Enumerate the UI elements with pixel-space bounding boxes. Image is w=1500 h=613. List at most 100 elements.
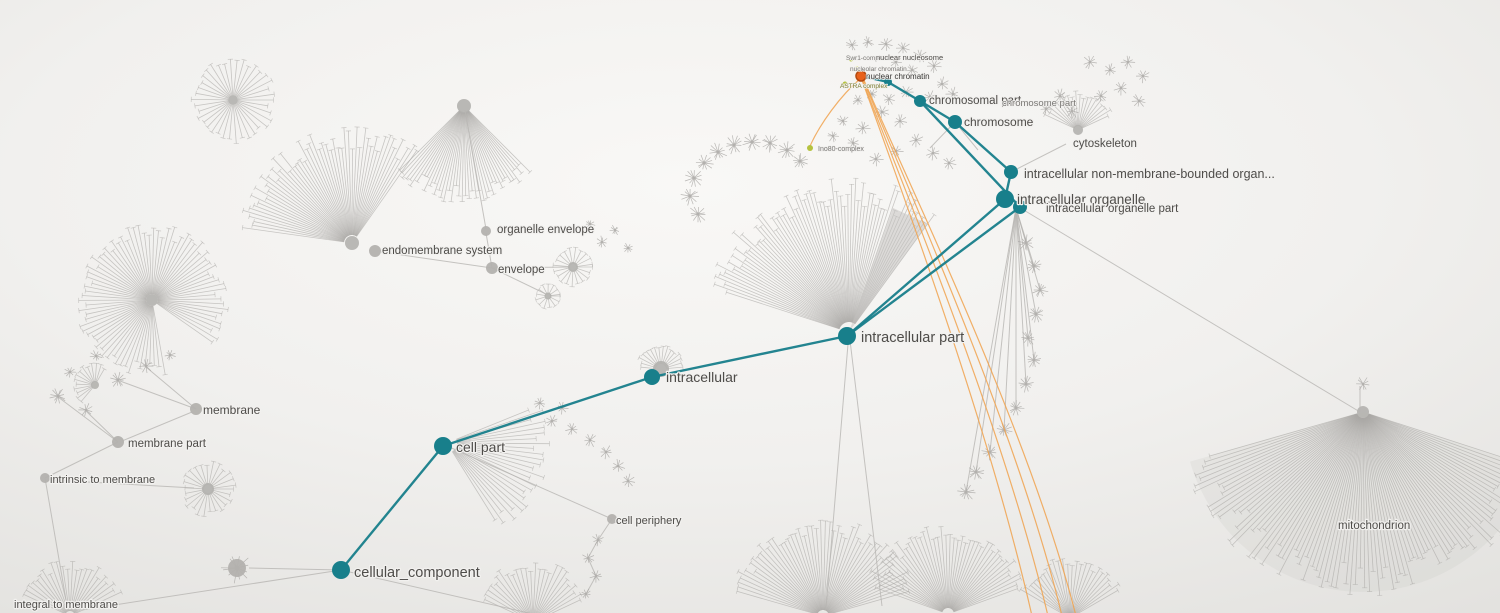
leaf-node-glyph [579, 588, 591, 599]
leaf-node-glyph [546, 414, 558, 427]
leaf-node-glyph [1104, 63, 1116, 76]
node-nmb-organelle[interactable] [1004, 165, 1018, 179]
node-cell-part[interactable] [434, 437, 452, 455]
label-intracellular-organelle[interactable]: intracellular organelle [1016, 191, 1147, 208]
graph-node-gray[interactable] [228, 559, 246, 577]
label-swr1-complex[interactable]: Swr1-complex [845, 54, 888, 63]
label-mitochondrion[interactable]: mitochondrion [1337, 519, 1412, 533]
fan-cluster [869, 526, 1023, 613]
label-chromosomal-part[interactable]: chromosomal part [928, 94, 1023, 108]
graph-edge [81, 569, 342, 611]
leaf-node-glyph [926, 59, 942, 73]
leaf-node-glyph [1040, 102, 1053, 115]
fan-cluster [1043, 90, 1113, 135]
leaf-node-glyph [1356, 377, 1370, 390]
leaf-node-glyph [862, 36, 874, 48]
label-membrane-part[interactable]: membrane part [127, 437, 208, 451]
path-edge-teal [919, 100, 1021, 208]
graph-node-gray[interactable] [607, 514, 617, 524]
node-chromosome[interactable] [948, 115, 962, 129]
label-astra-complex[interactable]: ASTRA complex [839, 82, 889, 91]
label-cell-periphery[interactable]: cell periphery [615, 514, 683, 528]
node-intracellular-organelle[interactable] [996, 190, 1014, 208]
leaf-node-glyph [585, 220, 596, 229]
node-intracellular-part[interactable] [838, 327, 856, 345]
fan-cluster [182, 460, 237, 518]
fan-cluster [73, 362, 107, 404]
label-intracellular-part[interactable]: intracellular part [860, 329, 966, 347]
fan-cluster [22, 560, 123, 613]
label-integral-to-membrane[interactable]: integral to membrane [13, 598, 119, 612]
node-intracellular[interactable] [644, 369, 660, 385]
path-edge-teal [340, 445, 444, 571]
fan-cluster [552, 246, 594, 288]
label-intracellular[interactable]: intracellular [665, 368, 739, 386]
label-cellular-component[interactable]: cellular_component [353, 564, 481, 582]
leaf-node-glyph [1135, 70, 1150, 84]
path-edge-teal [442, 375, 653, 448]
leaf-node-glyph [845, 39, 859, 51]
leaf-node-glyph [139, 358, 154, 374]
label-chromosome[interactable]: chromosome [963, 114, 1035, 130]
label-organelle-envelope[interactable]: organelle envelope [496, 223, 596, 237]
node-chromosomal-part[interactable] [914, 95, 926, 107]
graph-edge [44, 441, 119, 479]
highlight-edge-orange [861, 79, 1032, 613]
label-intracellular-organelle-part[interactable]: intracellular organelle part [1045, 202, 1181, 216]
node-ino80-complex[interactable] [807, 145, 813, 151]
leaf-node-glyph [875, 105, 890, 119]
label-endomembrane-system[interactable]: endomembrane system [381, 244, 504, 258]
leaf-node-glyph [837, 115, 849, 126]
graph-edge [57, 396, 119, 443]
label-membrane[interactable]: membrane [202, 402, 262, 418]
graph-node-gray[interactable] [190, 403, 202, 415]
leaf-node-glyph [913, 49, 927, 63]
label-cell-part[interactable]: cell part [455, 438, 507, 456]
label-intrinsic-to-membrane[interactable]: intrinsic to membrane [49, 473, 157, 487]
label-cytoskeleton[interactable]: cytoskeleton [1072, 137, 1138, 151]
leaf-node-glyph [684, 170, 702, 187]
label-intracellular-non-membrane-bounded-organelle[interactable]: intracellular non-membrane-bounded organ… [1023, 166, 1276, 182]
graph-edge [848, 331, 883, 607]
node-nucleolar-chromatin[interactable] [854, 66, 860, 72]
label-envelope[interactable]: envelope [497, 263, 546, 277]
label-nuclear-nucleosome[interactable]: nuclear nucleosome [875, 52, 944, 63]
graph-node-gray[interactable] [40, 473, 50, 483]
leaf-node-glyph [596, 235, 608, 248]
leaf-node-glyph [1083, 55, 1097, 69]
graph-node-gray[interactable] [486, 262, 498, 274]
label-ino80-complex[interactable]: Ino80-complex [817, 145, 865, 154]
graph-node-gray[interactable] [112, 436, 124, 448]
leaf-node-glyph [1032, 282, 1049, 298]
graph-node-gray[interactable] [369, 245, 381, 257]
graph-edge [1015, 207, 1029, 339]
leaf-node-glyph [957, 483, 976, 500]
node-nuclear-chromatin[interactable] [855, 70, 867, 82]
leaf-node-glyph [1017, 234, 1034, 251]
fan-cluster [637, 345, 684, 377]
graph-edge [491, 267, 549, 296]
node-swr1-complex[interactable] [848, 56, 854, 62]
node-chromatin-link[interactable] [884, 78, 892, 86]
graph-node-gray[interactable] [481, 226, 491, 236]
leaf-node-glyph [943, 157, 957, 170]
node-astra-complex[interactable] [842, 81, 848, 87]
highlight-edge-orange [862, 78, 1062, 613]
label-nuclear-chromatin[interactable]: nuclear chromatin [865, 71, 930, 82]
graph-edge [491, 266, 572, 269]
leaf-node-glyph [1131, 94, 1146, 107]
leaf-node-glyph [742, 133, 761, 151]
node-cellular-component[interactable] [332, 561, 350, 579]
path-edge-teal [846, 198, 1006, 337]
leaf-node-glyph [609, 225, 620, 235]
highlight-edge-orange [862, 77, 1076, 613]
label-chromosome-part[interactable]: chromosome part [1001, 97, 1077, 110]
leaf-node-glyph [869, 152, 884, 167]
label-nucleolar-chromatin[interactable]: nucleolar chromatin [849, 65, 908, 74]
leaf-node-glyph [695, 154, 714, 170]
graph-edge [1015, 207, 1027, 385]
node-intracellular-organelle-part[interactable] [1013, 200, 1027, 214]
leaf-node-glyph [855, 121, 871, 135]
